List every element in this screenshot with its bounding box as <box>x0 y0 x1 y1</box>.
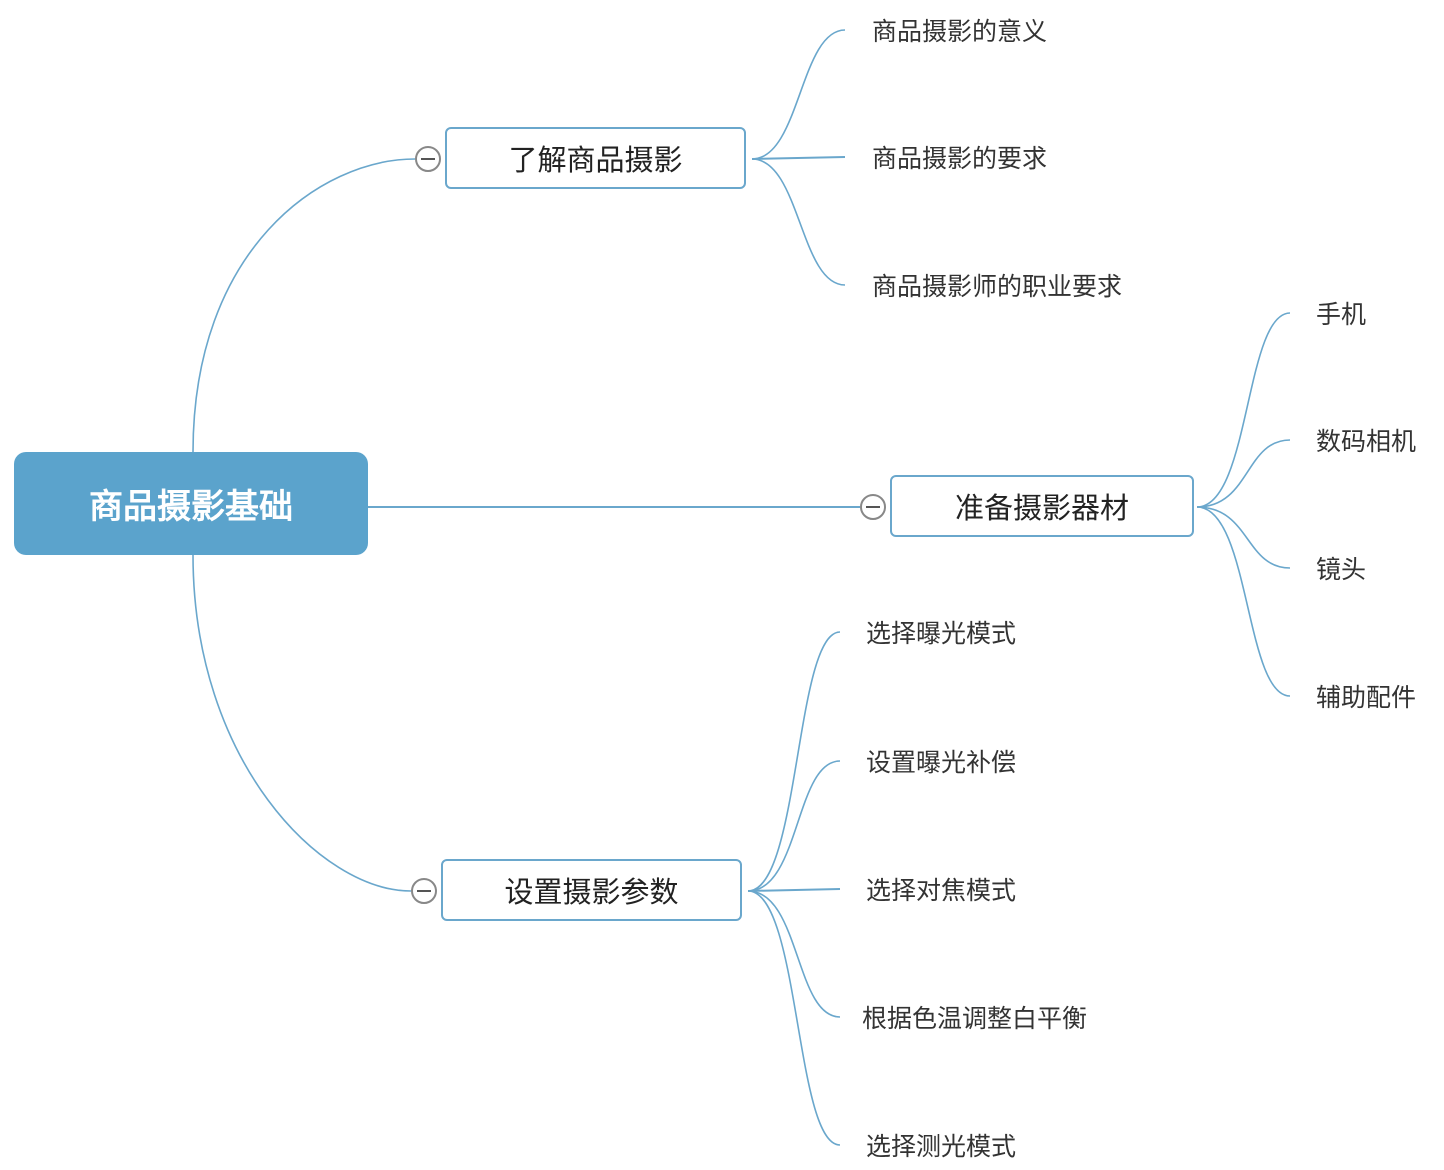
branch-label: 准备摄影器材 <box>954 491 1129 525</box>
leaf-node[interactable]: 数码相机 <box>1316 427 1417 456</box>
leaf-node[interactable]: 根据色温调整白平衡 <box>862 1004 1088 1033</box>
leaf-node[interactable]: 选择对焦模式 <box>866 876 1017 905</box>
collapse-icon[interactable] <box>860 494 886 520</box>
branch-label: 了解商品摄影 <box>508 143 683 177</box>
leaf-node[interactable]: 手机 <box>1316 300 1367 329</box>
leaf-node[interactable]: 选择曝光模式 <box>866 619 1017 648</box>
collapse-icon[interactable] <box>415 146 441 172</box>
leaf-node[interactable]: 商品摄影师的职业要求 <box>872 272 1123 301</box>
leaf-node[interactable]: 镜头 <box>1316 555 1367 584</box>
branch-node-2[interactable]: 准备摄影器材 <box>890 475 1194 537</box>
branch-node-1[interactable]: 了解商品摄影 <box>445 127 746 189</box>
leaf-node[interactable]: 辅助配件 <box>1316 683 1417 712</box>
leaf-node[interactable]: 选择测光模式 <box>866 1132 1017 1161</box>
branch-node-3[interactable]: 设置摄影参数 <box>441 859 742 921</box>
root-label: 商品摄影基础 <box>89 487 293 527</box>
collapse-icon[interactable] <box>411 878 437 904</box>
leaf-node[interactable]: 商品摄影的意义 <box>872 17 1048 46</box>
branch-label: 设置摄影参数 <box>504 875 679 909</box>
root-node[interactable]: 商品摄影基础 <box>14 452 368 555</box>
leaf-node[interactable]: 商品摄影的要求 <box>872 144 1048 173</box>
leaf-node[interactable]: 设置曝光补偿 <box>866 748 1017 777</box>
